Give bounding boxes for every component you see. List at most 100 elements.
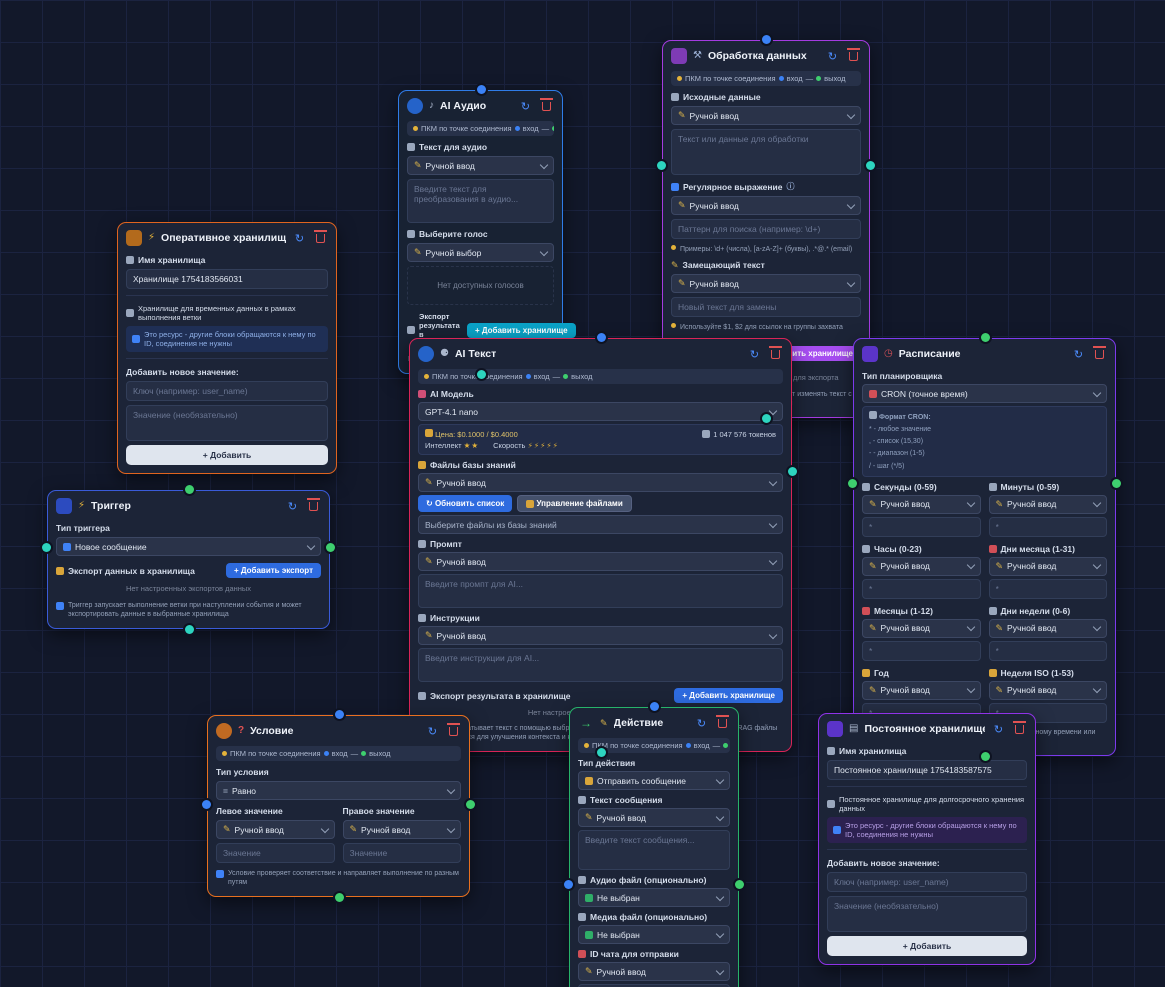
eye-icon[interactable]	[407, 98, 423, 114]
message-source-select[interactable]: ✎Ручной ввод	[578, 808, 730, 827]
connection-point-input[interactable]	[476, 85, 486, 94]
planner-type-select[interactable]: CRON (точное время)	[862, 384, 1107, 403]
connection-point-right[interactable]	[735, 880, 744, 889]
refresh-list-button[interactable]: ↻ Обновить список	[418, 495, 513, 512]
node-header[interactable]: ◷ Расписание ↻	[854, 339, 1115, 367]
delete-button[interactable]	[306, 498, 321, 514]
field-value-input[interactable]	[862, 640, 981, 661]
delete-button[interactable]	[768, 346, 783, 362]
node-header[interactable]: ⚡ Оперативное хранилище ↻	[118, 223, 336, 251]
sync-icon[interactable]: ↻	[696, 717, 707, 730]
sync-icon[interactable]: ↻	[993, 723, 1004, 736]
add-storage-button[interactable]: + Добавить хранилище	[466, 322, 576, 338]
field-source-select[interactable]: ✎Ручной ввод	[862, 556, 981, 576]
condition-type-select[interactable]: =Равно	[216, 781, 461, 800]
connection-point-input[interactable]	[762, 35, 771, 44]
media-file-select[interactable]: Не выбран	[578, 925, 730, 944]
delete-button[interactable]	[846, 48, 861, 64]
node-header[interactable]: ▤ Постоянное хранилище ↻	[819, 714, 1035, 742]
add-storage-button[interactable]: + Добавить хранилище	[674, 688, 783, 703]
model-select[interactable]: GPT-4.1 nano	[418, 402, 783, 421]
kb-files-select[interactable]: Выберите файлы из базы знаний	[418, 515, 783, 534]
node-data-processing[interactable]: ⚒ Обработка данных ↻ ПКМ по точке соедин…	[657, 35, 875, 423]
connection-point-input[interactable]	[596, 333, 606, 342]
connection-point-output[interactable]	[596, 747, 606, 757]
connection-point-output[interactable]	[476, 370, 486, 379]
field-source-select[interactable]: ✎Ручной ввод	[988, 618, 1107, 638]
node-ai-text[interactable]: ⚈ AI Текст ↻ ПКМ по точке соединения вхо…	[409, 333, 797, 757]
connection-point-bottom[interactable]	[980, 751, 990, 761]
sync-icon[interactable]: ↻	[427, 725, 438, 738]
pattern-input[interactable]	[671, 219, 861, 239]
connection-point-right[interactable]	[788, 467, 797, 476]
sync-icon[interactable]: ↻	[287, 500, 298, 513]
connection-point-bottom[interactable]	[184, 624, 194, 634]
field-value-input[interactable]	[862, 578, 981, 599]
connection-point-input[interactable]	[650, 702, 659, 711]
node-permanent-storage[interactable]: ▤ Постоянное хранилище ↻ Имя хранилища П…	[818, 713, 1036, 965]
sync-icon[interactable]: ↻	[294, 232, 305, 245]
key-input[interactable]	[827, 872, 1027, 892]
node-header[interactable]: ⚡ Триггер ↻	[48, 491, 329, 519]
connection-point-top[interactable]	[980, 333, 990, 342]
node-ai-audio[interactable]: ♪ AI Аудио ↻ ПКМ по точке соединения вхо…	[398, 85, 576, 379]
field-value-input[interactable]	[988, 578, 1107, 599]
source-textarea[interactable]	[671, 129, 861, 175]
delete-button[interactable]	[715, 715, 730, 731]
field-source-select[interactable]: ✎Ручной ввод	[988, 556, 1107, 576]
connection-point-left[interactable]	[202, 800, 211, 809]
delete-button[interactable]	[446, 723, 461, 739]
regex-source-select[interactable]: ✎Ручной ввод	[671, 196, 861, 215]
prompt-source-select[interactable]: ✎Ручной ввод	[418, 552, 783, 571]
connection-point-top[interactable]	[184, 485, 194, 494]
right-value-input[interactable]	[342, 843, 461, 863]
right-source-select[interactable]: ✎Ручной ввод	[342, 820, 461, 839]
left-source-select[interactable]: ✎Ручной ввод	[216, 820, 335, 839]
key-input[interactable]	[126, 381, 328, 401]
prompt-textarea[interactable]	[418, 574, 783, 608]
sync-icon[interactable]: ↻	[827, 50, 838, 63]
connection-point-left[interactable]	[657, 161, 666, 170]
storage-name-input[interactable]	[126, 269, 328, 289]
source-select[interactable]: ✎Ручной ввод	[671, 106, 861, 125]
kb-source-select[interactable]: ✎Ручной ввод	[418, 473, 783, 492]
field-source-select[interactable]: ✎Ручной ввод	[988, 494, 1107, 514]
node-condition[interactable]: ? Условие ↻ ПКМ по точке соединения вход…	[202, 710, 475, 902]
delete-button[interactable]	[313, 230, 328, 246]
chat-id-input[interactable]	[578, 984, 730, 987]
field-source-select[interactable]: ✎Ручной ввод	[862, 680, 981, 700]
node-operational-storage[interactable]: ⚡ Оперативное хранилище ↻ Имя хранилища …	[117, 222, 337, 474]
add-value-button[interactable]: + Добавить	[126, 445, 328, 465]
delete-button[interactable]	[1092, 346, 1107, 362]
add-export-button[interactable]: + Добавить экспорт	[225, 563, 321, 578]
connection-point-output[interactable]	[762, 413, 771, 423]
value-textarea[interactable]	[126, 405, 328, 441]
voice-source-select[interactable]: ✎Ручной выбор	[407, 243, 554, 262]
trigger-type-select[interactable]: Новое сообщение	[56, 537, 321, 556]
delete-button[interactable]	[1012, 721, 1027, 737]
replace-source-select[interactable]: ✎Ручной ввод	[671, 274, 861, 294]
connection-point-right[interactable]	[866, 161, 875, 170]
node-header[interactable]: ♪ AI Аудио ↻	[399, 91, 562, 119]
chat-id-source-select[interactable]: ✎Ручной ввод	[578, 962, 730, 981]
instructions-source-select[interactable]: ✎Ручной ввод	[418, 626, 783, 645]
connection-point-left[interactable]	[42, 543, 51, 552]
field-value-input[interactable]	[988, 516, 1107, 537]
node-header[interactable]: ⚈ AI Текст ↻	[410, 339, 791, 367]
manage-files-button[interactable]: Управление файлами	[517, 495, 632, 512]
audio-text-source-select[interactable]: ✎Ручной ввод	[407, 156, 554, 175]
field-source-select[interactable]: ✎Ручной ввод	[862, 494, 981, 514]
connection-point-output[interactable]	[334, 892, 344, 902]
add-value-button[interactable]: + Добавить	[827, 936, 1027, 956]
storage-name-input[interactable]	[827, 760, 1027, 780]
node-header[interactable]: ⚒ Обработка данных ↻	[663, 41, 869, 69]
connection-point-input[interactable]	[334, 710, 344, 719]
sync-icon[interactable]: ↻	[1073, 348, 1084, 361]
node-header[interactable]: ? Условие ↻	[208, 716, 469, 744]
message-textarea[interactable]	[578, 830, 730, 870]
node-schedule[interactable]: ◷ Расписание ↻ Тип планировщика CRON (то…	[848, 333, 1121, 761]
value-textarea[interactable]	[827, 896, 1027, 932]
audio-file-select[interactable]: Не выбран	[578, 888, 730, 907]
replace-input[interactable]	[671, 297, 861, 318]
